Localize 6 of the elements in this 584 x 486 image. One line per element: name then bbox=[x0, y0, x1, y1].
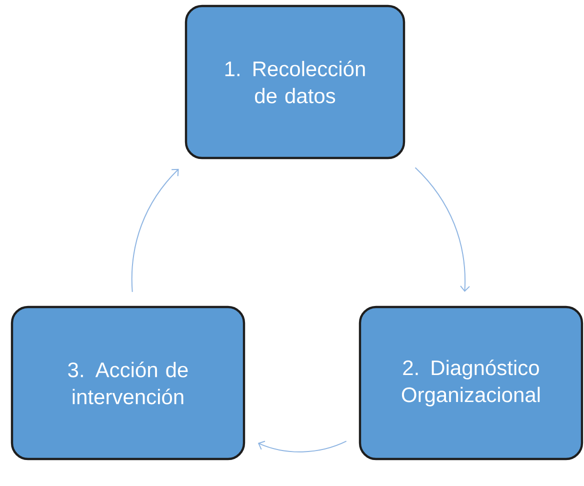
arrow bbox=[258, 440, 347, 452]
process-box: 3. Acción de intervención bbox=[10, 306, 246, 460]
arrow bbox=[131, 168, 179, 292]
process-box: 2. Diagnóstico Organizacional bbox=[358, 306, 584, 460]
arrow bbox=[414, 167, 470, 292]
process-box: 1. Recolección de datos bbox=[184, 4, 406, 160]
